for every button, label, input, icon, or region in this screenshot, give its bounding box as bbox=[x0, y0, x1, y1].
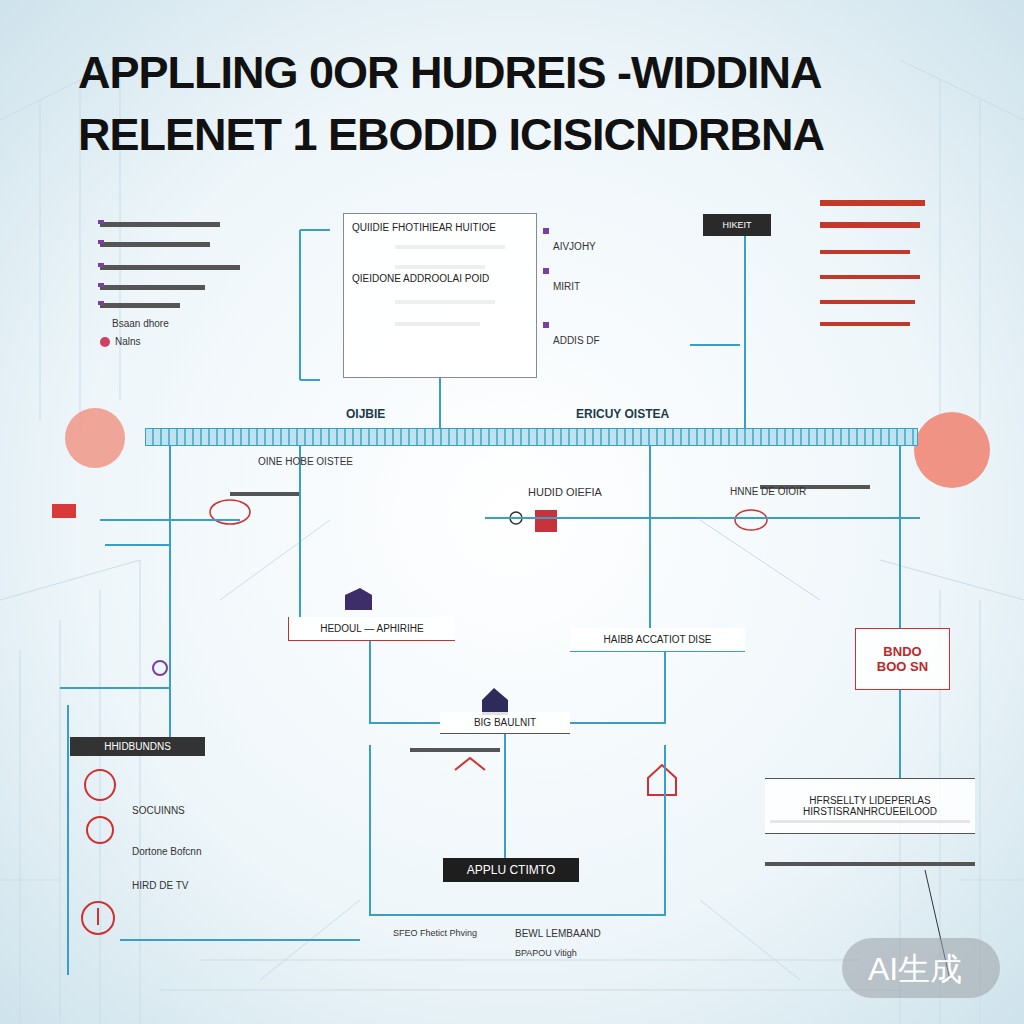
node-text: HFRSELLTY LIDEPERLAS bbox=[809, 795, 930, 806]
text-box: APPLU CTIMTO bbox=[443, 858, 579, 882]
node-text: BNDO bbox=[883, 644, 921, 659]
text-label: HIRD DE TV bbox=[132, 880, 189, 891]
icons bbox=[82, 500, 767, 934]
connector-line bbox=[169, 446, 171, 737]
text-label: MIRIT bbox=[553, 281, 580, 292]
node-text: QUIIDIE FHOTIHIEAR HUITIOE bbox=[352, 222, 496, 233]
connector-line bbox=[899, 446, 901, 628]
text-label: SOCUINNS bbox=[132, 805, 185, 816]
watermark: AI生成 bbox=[868, 948, 962, 992]
node-text: BIG BAULNIT bbox=[474, 717, 536, 728]
text-label: Dortone Bofcnn bbox=[132, 846, 202, 857]
node-text: HIRSTISRANHRCUEEILOOD bbox=[803, 806, 937, 817]
text-box: HHIDBUNDNS bbox=[70, 737, 205, 756]
text-box: OIJBIEERICUY OISTEA bbox=[145, 428, 918, 446]
text-box: BNDOBOO SN bbox=[855, 628, 950, 690]
text-box: HAIBB ACCATIOT DISE bbox=[570, 628, 745, 652]
red-orb bbox=[914, 412, 990, 488]
text-label: ADDIS DF bbox=[553, 335, 600, 346]
connector-line bbox=[899, 690, 901, 778]
text-box: QUIIDIE FHOTIHIEAR HUITIOE QIEIDONE ADDRO… bbox=[343, 213, 537, 378]
text-label: HNNE DE OIOIR bbox=[730, 486, 806, 497]
text-box: HEDOUL — APHIRIHE bbox=[288, 617, 455, 641]
watermark-pill bbox=[842, 938, 1000, 998]
connector-line bbox=[299, 446, 301, 617]
red-glyph-lines bbox=[820, 200, 925, 326]
connector-line bbox=[744, 236, 746, 428]
connector-line bbox=[439, 378, 441, 428]
connector-line bbox=[504, 734, 506, 858]
text-label: Nalns bbox=[115, 336, 141, 347]
text-label: BEWL LEMBAAND bbox=[515, 928, 601, 939]
red-orb bbox=[65, 408, 125, 468]
node-text: HHIDBUNDNS bbox=[104, 741, 171, 752]
connector-line bbox=[370, 641, 440, 723]
diagram-title: APPLLING 0OR HUDREIS -WIDDINA RELENET 1 … bbox=[78, 42, 958, 166]
glyph-lines bbox=[100, 222, 975, 866]
node-text: HEDOUL — APHIRIHE bbox=[320, 623, 424, 634]
text-box: BIG BAULNIT bbox=[440, 712, 570, 734]
text-box: HIKEIT bbox=[703, 214, 771, 236]
text-label: Bsaan dhore bbox=[112, 318, 169, 329]
text-label: SFEO Fhetict Phving bbox=[393, 928, 477, 938]
node-text: BOO SN bbox=[877, 659, 928, 674]
node-text: HIKEIT bbox=[722, 220, 751, 230]
node-text: HAIBB ACCATIOT DISE bbox=[604, 634, 712, 645]
node-text: OIJBIE bbox=[346, 407, 385, 421]
node-text: QIEIDONE ADDROOLAI POID bbox=[352, 273, 489, 284]
text-label: OINE HOBE OISTEE bbox=[258, 456, 353, 467]
connector-line bbox=[570, 652, 665, 723]
text-label: AIVJOHY bbox=[553, 241, 596, 252]
node-text: ERICUY OISTEA bbox=[576, 407, 669, 421]
node-text: APPLU CTIMTO bbox=[467, 863, 555, 877]
text-label: HUDID OIEFIA bbox=[528, 486, 602, 498]
text-label: BPAPOU Vitigh bbox=[515, 948, 577, 958]
city-lines bbox=[0, 60, 1024, 1024]
connector-line bbox=[649, 446, 651, 628]
text-box: HFRSELLTY LIDEPERLASHIRSTISRANHRCUEEILOO… bbox=[765, 778, 975, 834]
